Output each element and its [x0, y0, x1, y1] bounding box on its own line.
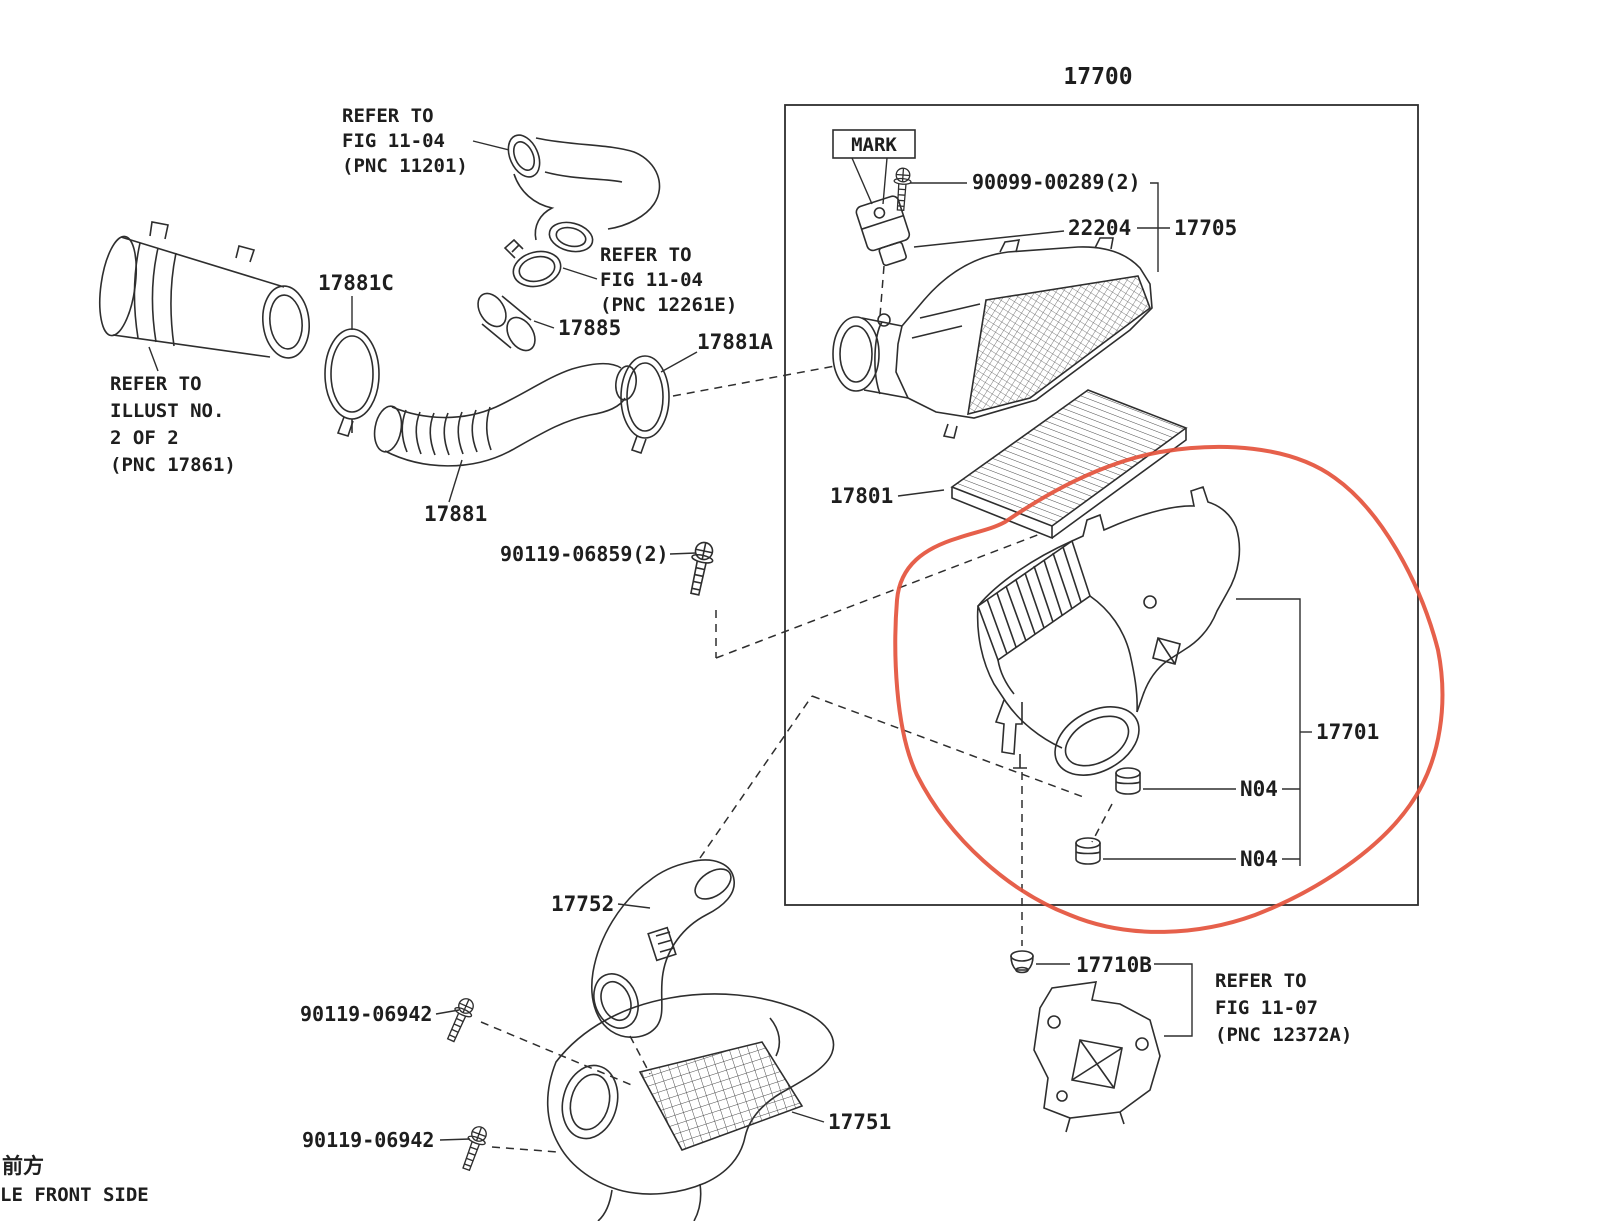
label-17801: 17801	[830, 484, 893, 508]
assembly-17700-box	[784, 104, 1419, 906]
ref-illust-line-4: (PNC 17861)	[110, 454, 236, 476]
label-n04-lower: N04	[1240, 847, 1278, 871]
label-17701: 17701	[1316, 720, 1379, 744]
plug-17710b-drawing	[1010, 950, 1034, 974]
case-screw-drawing	[683, 539, 717, 598]
filter-element-drawing	[950, 389, 1188, 540]
ref-fig-11-07-line-3: (PNC 12372A)	[1215, 1024, 1352, 1046]
clamp-17881c-drawing	[324, 328, 380, 437]
intake-duct-drawing	[98, 221, 310, 359]
ref-fig-11-07-line-1: REFER TO	[1215, 970, 1307, 992]
ref-fig-11-04-hose-line-1: REFER TO	[342, 105, 434, 127]
label-17705: 17705	[1174, 216, 1237, 240]
inlet-screw-upper-drawing	[441, 995, 478, 1045]
label-17752: 17752	[551, 892, 614, 916]
label-17881: 17881	[424, 502, 487, 526]
label-90119-06942-lower: 90119-06942	[302, 1128, 434, 1152]
label-90119-06942-upper: 90119-06942	[300, 1002, 432, 1026]
label-17885: 17885	[558, 316, 621, 340]
maf-sensor-drawing	[855, 195, 911, 267]
label-mark: MARK	[851, 134, 897, 156]
connector-17885-drawing	[477, 292, 536, 352]
ref-fig-11-04-hose-line-2: FIG 11-04	[342, 130, 445, 152]
clamp-17881a-drawing	[620, 355, 670, 455]
label-17751: 17751	[828, 1110, 891, 1134]
grommet-upper-drawing	[1115, 767, 1141, 795]
ref-illust-line-2: ILLUST NO.	[110, 400, 224, 422]
label-17710b: 17710B	[1076, 953, 1152, 977]
ref-illust-line-1: REFER TO	[110, 373, 202, 395]
mount-bracket-drawing	[1033, 981, 1161, 1133]
mark-callout-box	[832, 129, 916, 159]
label-front-side-cjk: 前方	[2, 1154, 44, 1178]
ref-fig-11-04-clamp-line-2: FIG 11-04	[600, 269, 703, 291]
dashed-assembly-lines	[480, 265, 1113, 1153]
ref-fig-11-04-hose-line-3: (PNC 11201)	[342, 155, 468, 177]
highlight-circle	[893, 445, 1445, 934]
ref-fig-11-04-clamp-line-1: REFER TO	[600, 244, 692, 266]
leader-lines	[148, 140, 1312, 1141]
labels: 17700 MARK 90099-00289(2) 22204 17705 RE…	[0, 64, 1379, 1206]
air-inlet-drawing	[546, 993, 835, 1221]
air-cleaner-cap-drawing	[832, 237, 1153, 439]
label-90119-06859: 90119-06859(2)	[500, 542, 669, 566]
hose-17881-drawing	[373, 362, 637, 467]
ref-illust-line-3: 2 OF 2	[110, 427, 179, 449]
resonator-drawing	[591, 859, 735, 1039]
label-17881c: 17881C	[318, 271, 394, 295]
grommet-lower-drawing	[1075, 837, 1101, 865]
label-22204: 22204	[1068, 216, 1131, 240]
label-assembly-17700: 17700	[1063, 64, 1132, 90]
label-front-side-en: LE FRONT SIDE	[0, 1184, 149, 1206]
label-90099-00289: 90099-00289(2)	[972, 170, 1141, 194]
inlet-screw-lower-drawing	[457, 1123, 491, 1173]
label-17881a: 17881A	[697, 330, 773, 354]
air-cleaner-case-drawing	[976, 485, 1241, 776]
ref-fig-11-07-line-2: FIG 11-07	[1215, 997, 1318, 1019]
upper-hose-drawing	[507, 134, 661, 253]
small-clamp-drawing	[503, 238, 562, 288]
ref-fig-11-04-clamp-line-3: (PNC 12261E)	[600, 294, 737, 316]
label-n04-upper: N04	[1240, 777, 1278, 801]
sensor-screw-drawing	[891, 166, 913, 212]
